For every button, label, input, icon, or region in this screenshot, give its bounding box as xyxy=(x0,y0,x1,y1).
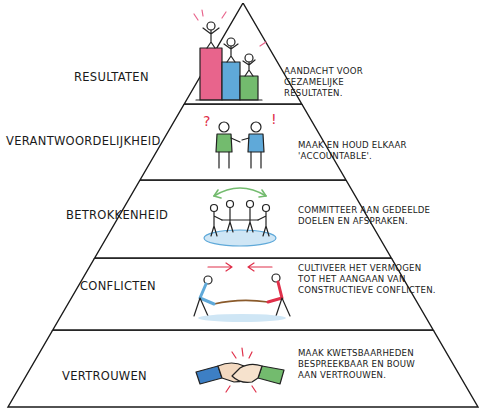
band-description: MAAK EN HOUD ELKAAR 'ACCOUNTABLE'. xyxy=(298,140,448,162)
pyramid-band: RESULTATEN xyxy=(0,3,480,104)
svg-text:!: ! xyxy=(271,111,277,127)
conflict-illustration xyxy=(194,263,290,322)
band-shape xyxy=(8,330,478,407)
band-description: COMMITTEER AAN GEDEELDE DOELEN EN AFSPRA… xyxy=(298,205,438,227)
band-description: CULTIVEER HET VERMOGEN TOT HET AANGAAN V… xyxy=(298,263,438,296)
pyramid-band: BETROKKENHEID xyxy=(0,180,480,258)
svg-text:?: ? xyxy=(203,113,210,129)
pyramid-band: VERANTWOORDELIJKHEID xyxy=(0,104,480,180)
trust-illustration xyxy=(196,348,284,392)
band-title: CONFLICTEN xyxy=(80,279,156,293)
accountability-illustration: ? ! xyxy=(203,111,277,168)
results-illustration xyxy=(194,10,266,100)
band-title: BETROKKENHEID xyxy=(66,208,168,222)
band-title: RESULTATEN xyxy=(74,70,149,84)
band-description: AANDACHT VOOR GEZAMELIJKE RESULTATEN. xyxy=(284,66,402,99)
band-title: VERANTWOORDELIJKHEID xyxy=(6,134,161,148)
band-title: VERTROUWEN xyxy=(62,369,147,383)
band-outline xyxy=(0,3,480,105)
commitment-illustration xyxy=(204,188,276,246)
band-description: MAAK KWETSBAARHEDEN BESPREEKBAAR EN BOUW… xyxy=(298,348,426,381)
